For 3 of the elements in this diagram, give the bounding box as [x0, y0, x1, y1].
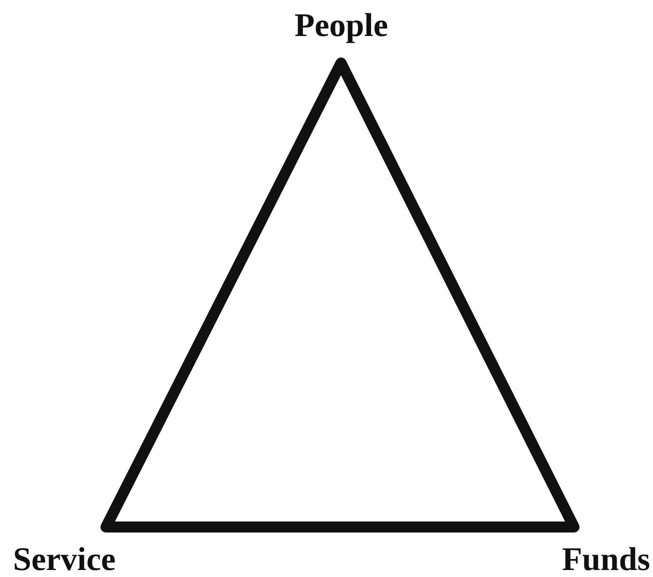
vertex-label: Service — [13, 542, 116, 577]
vertex-label: People — [294, 8, 388, 44]
vertex-label: Funds — [562, 542, 650, 577]
